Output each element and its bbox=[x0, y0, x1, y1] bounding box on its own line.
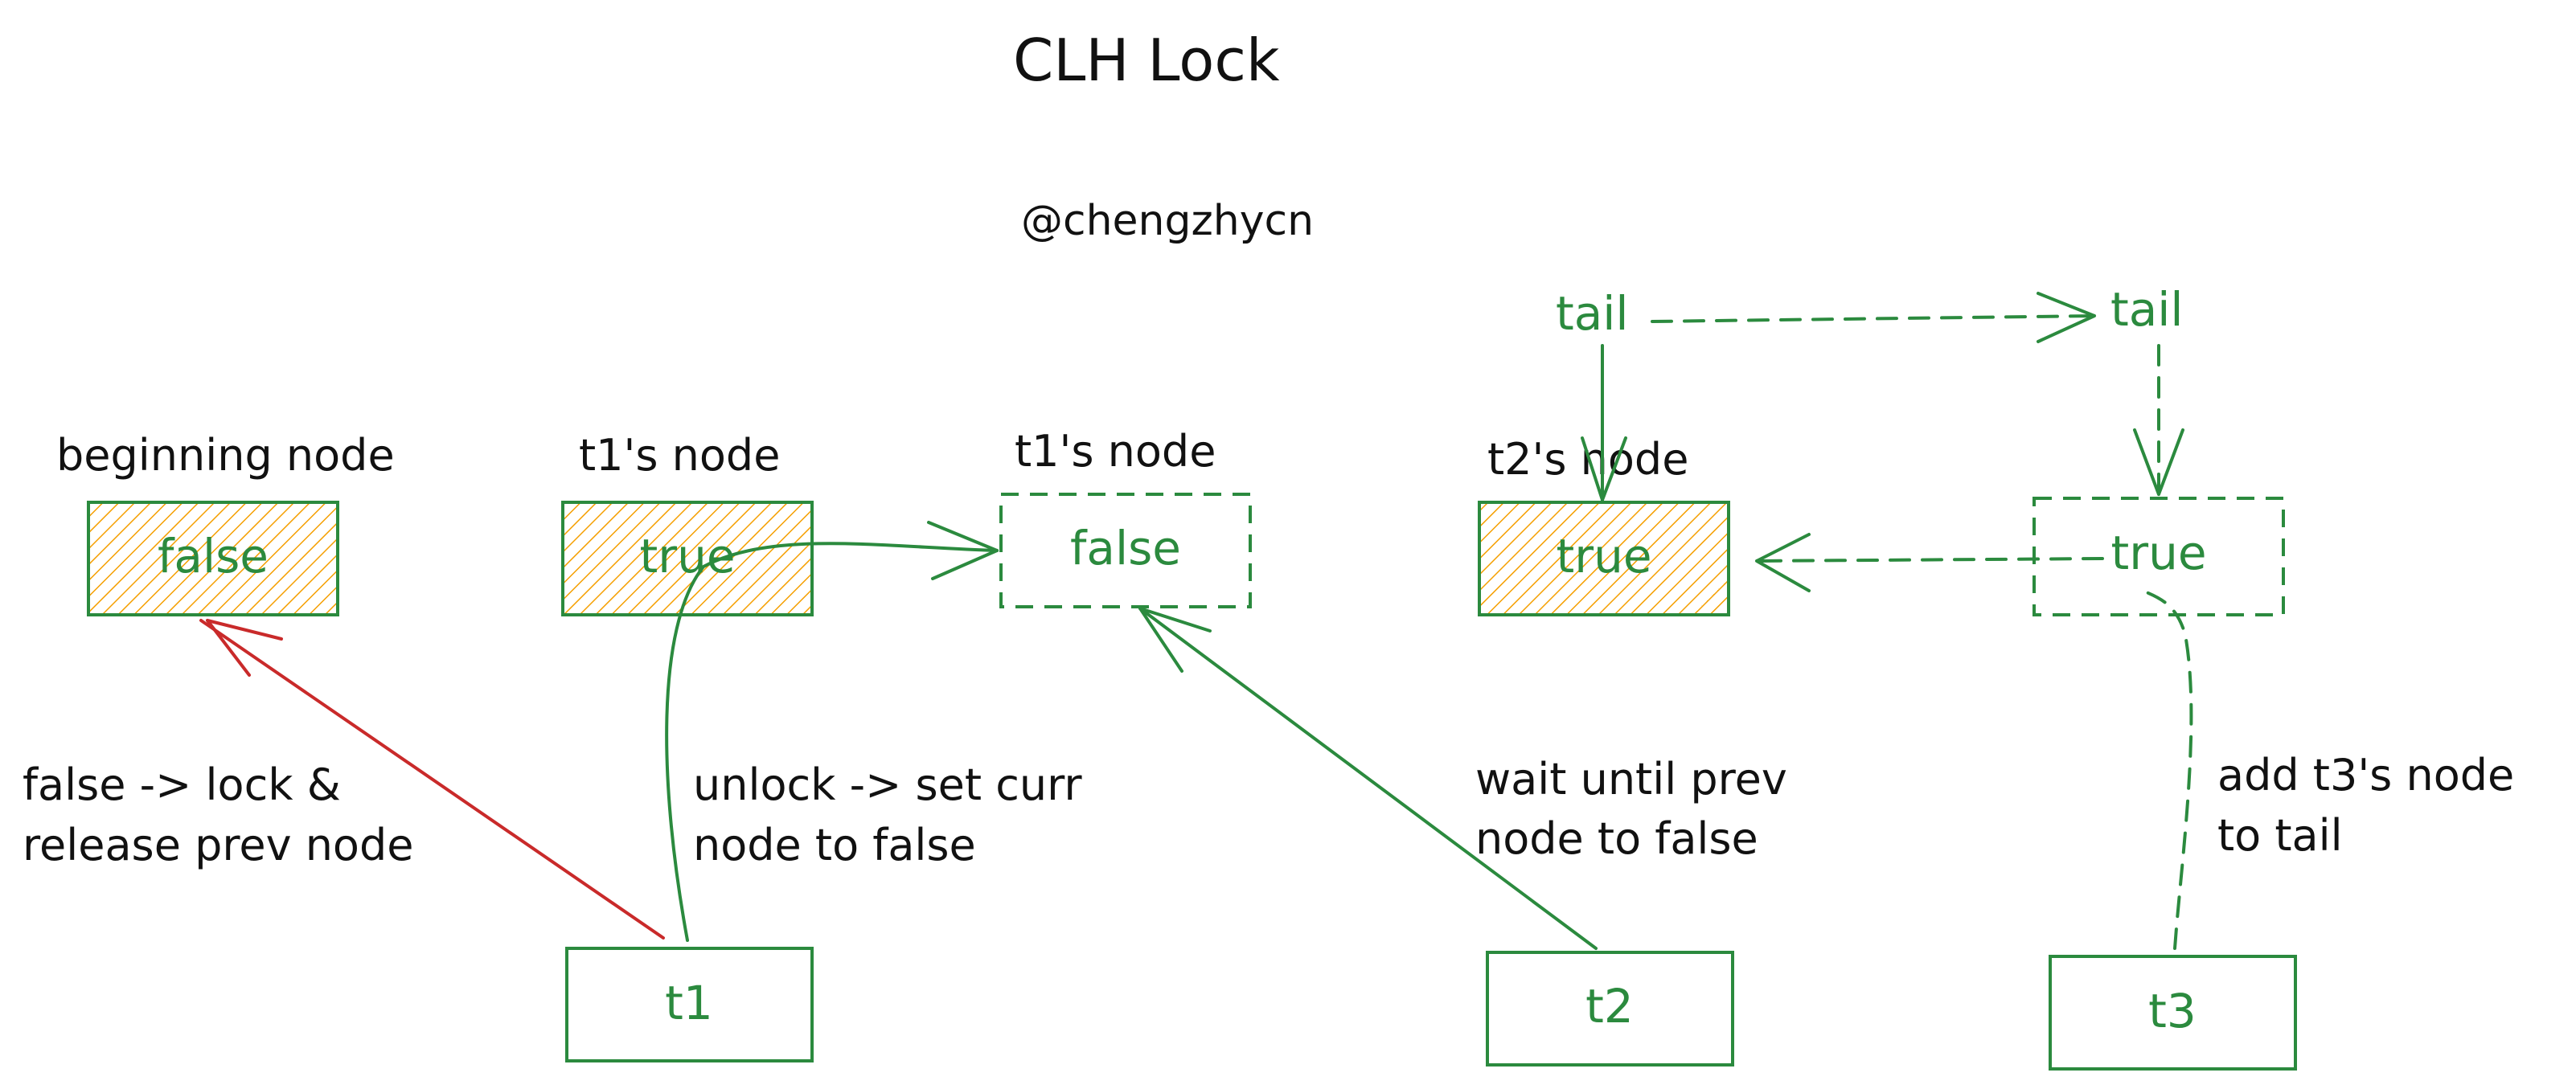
thread-t1-box bbox=[565, 947, 814, 1062]
next-tail-arrow bbox=[2133, 344, 2184, 496]
add-note-line-2: to tail bbox=[2217, 810, 2343, 861]
beginning-node: beginning node false bbox=[56, 430, 395, 616]
add-note: add t3's node to tail bbox=[2217, 750, 2528, 861]
thread-t2-label: t2 bbox=[1585, 979, 1634, 1034]
beginning-node-box bbox=[87, 501, 339, 616]
tail-label-current: tail bbox=[1556, 286, 1629, 341]
t3-to-t2-head bbox=[1755, 533, 1811, 592]
unlock-note-line-2: node to false bbox=[693, 820, 976, 870]
t3-node-value: true bbox=[2110, 526, 2206, 580]
unlock-arrow bbox=[665, 521, 999, 942]
release-arrow-line bbox=[199, 619, 665, 940]
tail-label-next: tail bbox=[2110, 282, 2184, 337]
thread-t2: t2 bbox=[1486, 951, 1734, 1066]
thread-t3-label: t3 bbox=[2148, 984, 2197, 1038]
t3-node: true bbox=[2032, 497, 2285, 616]
t1-new-node: t1's node false bbox=[999, 426, 1252, 608]
t1-new-node-value: false bbox=[1070, 521, 1181, 575]
wait-note-line-1: wait until prev bbox=[1475, 754, 1787, 804]
t2-node-value: true bbox=[1556, 529, 1651, 583]
add-note-line-1: add t3's node bbox=[2217, 750, 2514, 800]
thread-t1: t1 bbox=[565, 947, 814, 1062]
thread-t2-box bbox=[1486, 951, 1734, 1066]
release-arrow-head bbox=[206, 619, 283, 677]
wait-arrow-line bbox=[1138, 607, 1598, 950]
t1-new-node-label: t1's node bbox=[1015, 426, 1216, 477]
release-arrow bbox=[199, 619, 665, 940]
tail-to-t2-head bbox=[1581, 436, 1627, 502]
t1-old-node-label: t1's node bbox=[579, 430, 780, 481]
wait-arrow-head bbox=[1138, 607, 1212, 673]
next-tail-head bbox=[2133, 428, 2184, 496]
unlock-note-line-1: unlock -> set curr bbox=[693, 759, 1082, 810]
unlock-note: unlock -> set curr node to false bbox=[693, 759, 1096, 870]
t3-to-t2-arrow bbox=[1755, 533, 2104, 592]
beginning-node-label: beginning node bbox=[56, 430, 395, 481]
release-note-line-1: false -> lock & bbox=[23, 759, 341, 810]
t3-link-line bbox=[2141, 589, 2193, 950]
tail-advance-line bbox=[1651, 314, 2096, 323]
t1-old-node-value: true bbox=[639, 529, 735, 583]
unlock-arrow-head bbox=[927, 521, 999, 580]
wait-note: wait until prev node to false bbox=[1475, 754, 1801, 864]
t3-link-arrow bbox=[2141, 589, 2193, 950]
wait-note-line-2: node to false bbox=[1475, 813, 1758, 864]
thread-t3-box bbox=[2049, 955, 2297, 1071]
t2-node-box bbox=[1478, 501, 1730, 616]
unlock-arrow-line bbox=[665, 542, 999, 942]
t3-node-box bbox=[2032, 497, 2285, 616]
tail-advance-arrow bbox=[1651, 292, 2096, 343]
release-note: false -> lock & release prev node bbox=[23, 759, 413, 870]
author-handle: @chengzhycn bbox=[1021, 197, 1314, 245]
diagram-title: CLH Lock bbox=[1013, 27, 1280, 94]
thread-t3: t3 bbox=[2049, 955, 2297, 1071]
release-note-line-2: release prev node bbox=[23, 820, 413, 870]
t1-old-node: t1's node true bbox=[561, 430, 814, 616]
t3-to-t2-line bbox=[1755, 557, 2104, 563]
beginning-node-value: false bbox=[158, 529, 269, 583]
tail-advance-head bbox=[2037, 292, 2096, 343]
tail-to-t2-arrow bbox=[1581, 344, 1627, 502]
thread-t1-label: t1 bbox=[665, 976, 713, 1030]
wait-arrow bbox=[1138, 607, 1598, 950]
t1-new-node-box bbox=[999, 493, 1252, 608]
